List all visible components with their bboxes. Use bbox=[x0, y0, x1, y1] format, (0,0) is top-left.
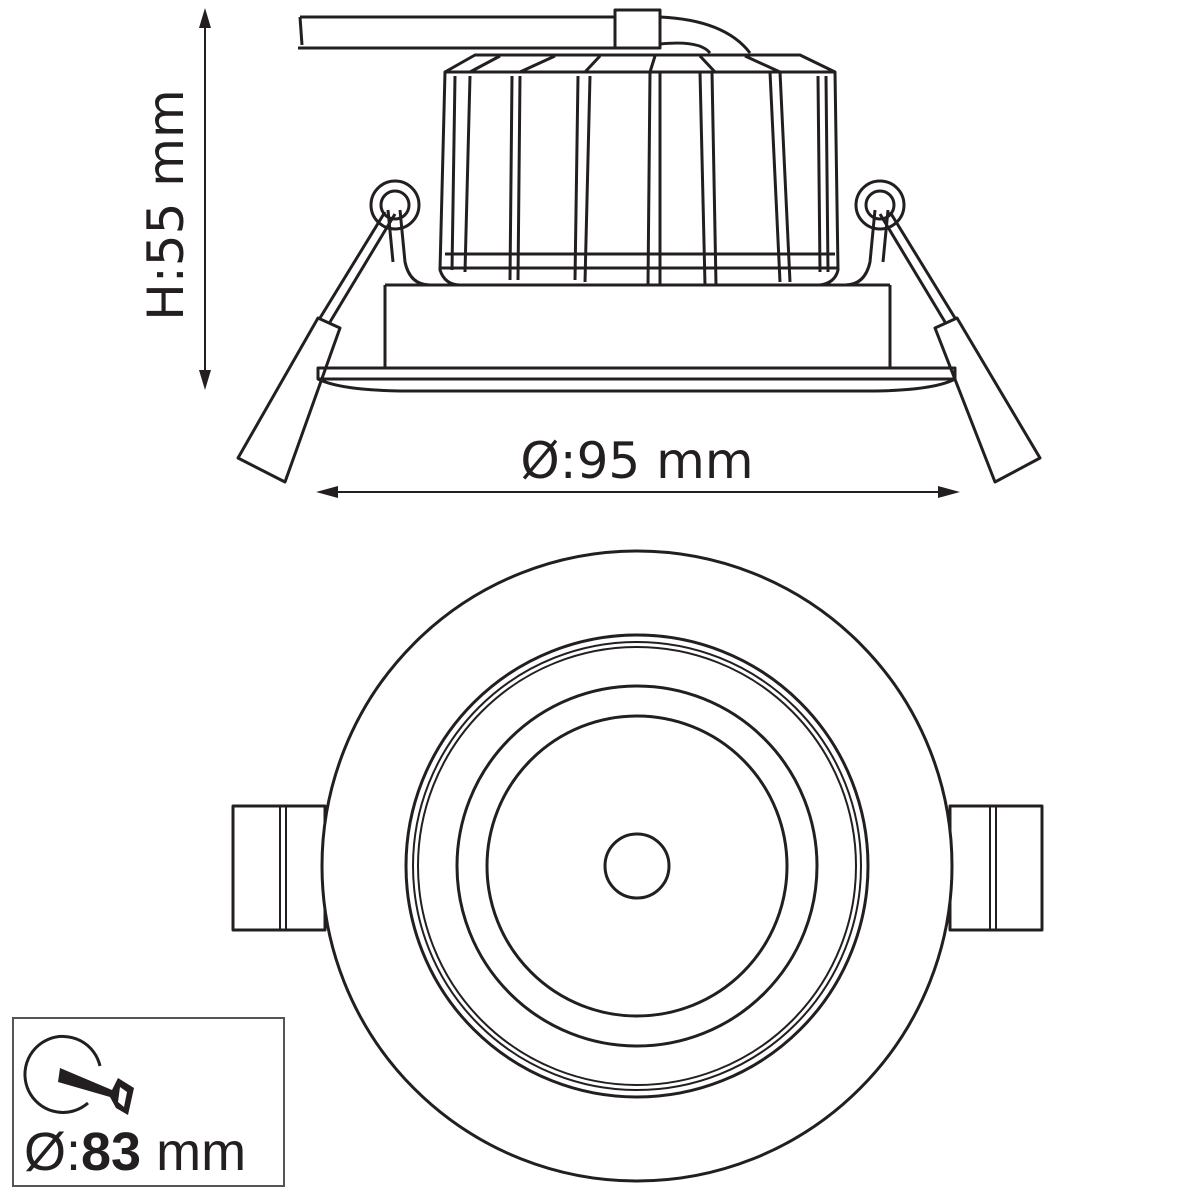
saw-cutout-icon bbox=[23, 1034, 134, 1115]
left-clip-tab bbox=[231, 804, 327, 932]
heat-sink bbox=[438, 53, 840, 287]
led-center bbox=[603, 832, 671, 900]
reflector-ring bbox=[455, 684, 819, 1048]
power-cable bbox=[298, 8, 752, 55]
trim-ring bbox=[404, 633, 870, 1099]
cutout-box: Ø:83 mm bbox=[12, 1017, 285, 1187]
diameter-label: Ø:95 mm bbox=[520, 432, 753, 490]
side-view: H:55 mm Ø:95 mm bbox=[137, 8, 1042, 498]
cutout-unit: mm bbox=[141, 1122, 246, 1182]
cutout-symbol: Ø: bbox=[24, 1122, 81, 1182]
height-dimension bbox=[199, 8, 211, 390]
right-clip-tab bbox=[948, 804, 1044, 932]
top-view bbox=[231, 549, 1044, 1183]
height-label: H:55 mm bbox=[137, 89, 195, 320]
cutout-value: 83 bbox=[81, 1122, 141, 1182]
outer-flange-ring bbox=[320, 549, 954, 1183]
housing-and-flange bbox=[316, 283, 957, 393]
mounting-clips bbox=[236, 179, 1042, 484]
lens-ring bbox=[485, 714, 789, 1018]
cutout-diameter-label: Ø:83 mm bbox=[24, 1122, 246, 1182]
diameter-dimension bbox=[316, 486, 960, 498]
